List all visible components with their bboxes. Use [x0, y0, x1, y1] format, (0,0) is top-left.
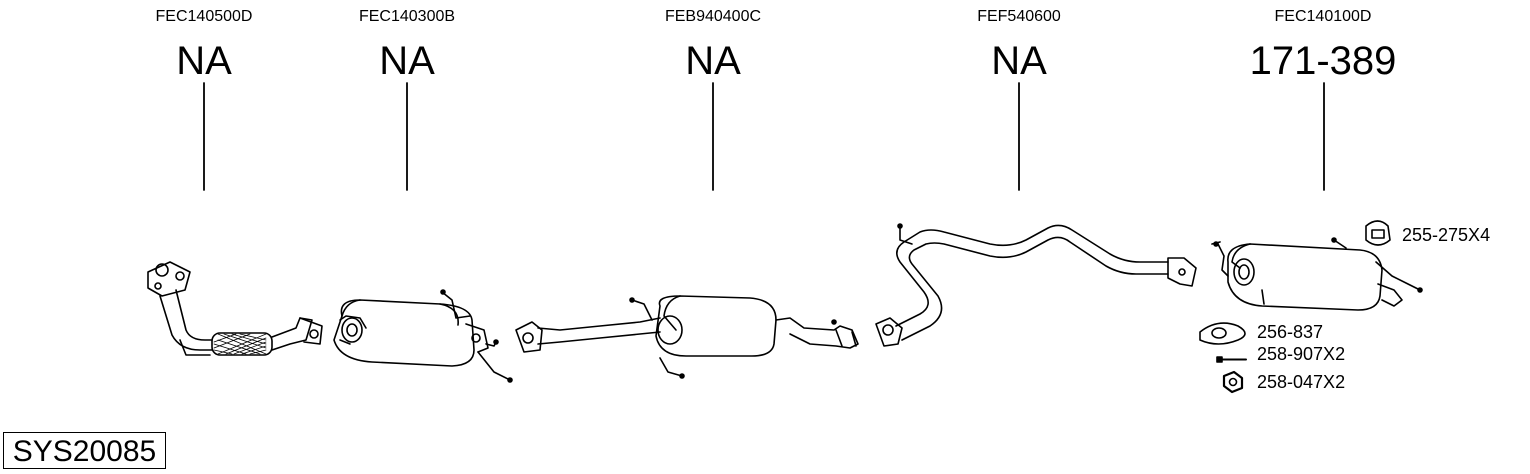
front-pipe-part — [147, 261, 323, 356]
part-ref-2: FEC140300B — [358, 8, 456, 25]
bolt-icon — [1216, 356, 1247, 363]
accessory-code-1: 255-275X4 — [1402, 225, 1491, 245]
part-code-2: NA — [379, 39, 435, 83]
part-code-4: NA — [991, 39, 1047, 83]
intermediate-pipe-part — [875, 223, 1197, 347]
leader-lines — [203, 82, 1325, 191]
part-ref-3: FEB940400C — [664, 8, 762, 25]
nut-icon — [1222, 370, 1244, 394]
catalyst-box-part — [333, 289, 513, 383]
rear-silencer-part — [1211, 237, 1423, 311]
system-id-label: SYS20085 — [3, 432, 166, 469]
part-ref-1: FEC140500D — [155, 8, 253, 25]
part-code-5: 171-389 — [1249, 39, 1397, 83]
center-pipe-part — [515, 295, 859, 379]
flange-gasket-icon — [1199, 322, 1246, 345]
accessory-code-3: 258-907X2 — [1257, 344, 1346, 364]
rubber-hanger-icon — [1365, 220, 1391, 246]
part-code-3: NA — [685, 39, 741, 83]
accessory-code-2: 256-837 — [1257, 322, 1324, 342]
part-ref-5: FEC140100D — [1274, 8, 1372, 25]
part-ref-4: FEF540600 — [977, 8, 1061, 25]
accessory-code-4: 258-047X2 — [1257, 372, 1346, 392]
part-code-1: NA — [176, 39, 232, 83]
